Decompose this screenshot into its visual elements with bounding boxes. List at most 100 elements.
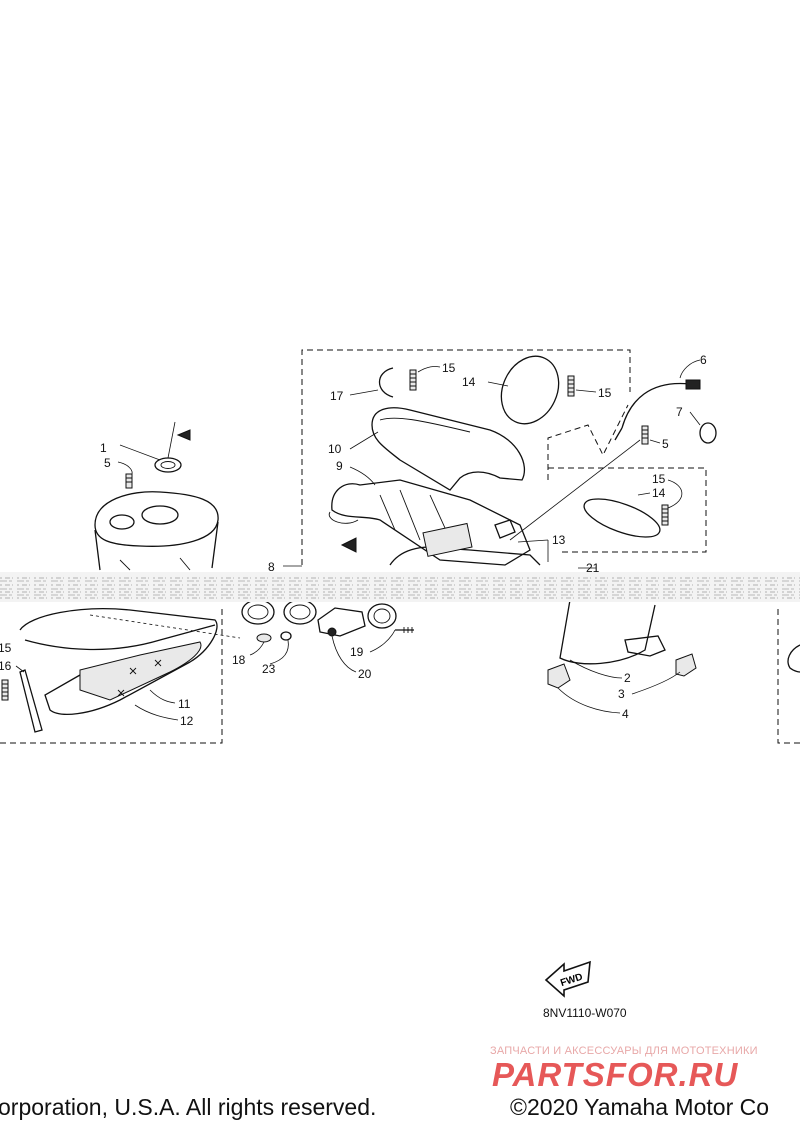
- callout-6: 6: [700, 353, 707, 367]
- spring-5-right: [641, 425, 649, 445]
- callout-17: 17: [330, 389, 344, 403]
- spring-15-b: [567, 375, 575, 397]
- callout-1: 2: [624, 671, 631, 685]
- footer-copyright-left: orporation, U.S.A. All rights reserved.: [0, 1094, 377, 1120]
- nut-20: [327, 627, 337, 637]
- bolt-19-thread: [403, 627, 413, 633]
- lead-11: [517, 539, 549, 543]
- grommet-4-inner: [160, 461, 176, 469]
- lead-20: [331, 635, 357, 673]
- sensor-cable-6: [621, 382, 691, 429]
- band-14-upper: [500, 355, 560, 425]
- heat-protector-10-edge: [379, 417, 471, 433]
- assembly-box-right: [777, 606, 800, 744]
- lead-12: [149, 689, 176, 704]
- lead-15-c: [667, 479, 683, 509]
- lead-15-b: [575, 389, 597, 393]
- callout-18: 18: [232, 653, 246, 667]
- callout-21: 21: [586, 561, 600, 575]
- assembly-box-sensor: [547, 404, 629, 480]
- assembly-box-exhaust-pipe: [301, 349, 631, 565]
- rubber-2: [675, 653, 697, 677]
- muffler-inlet-grille: [422, 522, 473, 557]
- washer-23: [280, 631, 292, 641]
- muffler-body-center: [389, 546, 541, 566]
- callout-5-left: 5: [104, 456, 111, 470]
- grommet-4: [154, 457, 182, 473]
- clip-7: [699, 422, 717, 444]
- spring-15-d: [1, 679, 9, 701]
- lead-4-marker: [167, 421, 176, 459]
- lead-13: [134, 704, 179, 721]
- assembly-box-left-muffler: [0, 606, 223, 744]
- lead-16: [15, 665, 25, 673]
- sensor-probe-6: [614, 427, 623, 441]
- lead-5-left: [117, 461, 133, 475]
- lead-sensor-to-muffler: [509, 439, 641, 541]
- left-muffler-shell-12: [79, 641, 202, 701]
- lead-9: [349, 466, 376, 486]
- spring-5-left: [125, 473, 133, 489]
- heat-protector-10: [371, 407, 526, 491]
- lead-19: [369, 629, 396, 653]
- spring-15-a: [409, 369, 417, 391]
- fwd-arrow-icon: FWD: [544, 960, 591, 998]
- left-muffler-top-plate: [24, 624, 216, 651]
- lead-15-a: [417, 366, 441, 373]
- callout-8: 8: [268, 560, 275, 574]
- spring-18: [256, 633, 272, 643]
- gasket-19-inner: [373, 608, 391, 624]
- left-muffler-upper: [94, 491, 219, 547]
- lead-17: [349, 389, 379, 396]
- callout-11: 13: [552, 533, 566, 547]
- callout-2: 3: [618, 687, 625, 701]
- left-muffler-lower-13: [19, 608, 218, 715]
- footer-copyright-right: ©2020 Yamaha Motor Co: [510, 1094, 770, 1120]
- lead-7: [689, 411, 701, 426]
- callout-12: 11: [178, 697, 191, 711]
- lead-14-b: [637, 492, 651, 496]
- spring-15-c: [661, 504, 669, 526]
- fwd-arrow-marker-9: [340, 537, 357, 553]
- lead-6: [679, 359, 701, 379]
- lead-muffler-dash: [89, 614, 241, 639]
- gasket-19: [367, 603, 397, 629]
- watermark-caption: ЗАПЧАСТИ И АКСЕССУАРЫ ДЛЯ МОТОТЕХНИКИ: [490, 1045, 758, 1057]
- pipe-joint-20: [317, 607, 366, 637]
- callout-16: 16: [0, 659, 12, 673]
- callout-15-c: 15: [652, 472, 666, 486]
- watermark-logo: PARTSFOR.RU: [492, 1056, 738, 1092]
- callout-19: 19: [350, 645, 364, 659]
- lead-14-a: [487, 381, 509, 387]
- gasket-left-inner: [247, 604, 269, 620]
- callout-3: 4: [622, 707, 629, 721]
- left-muffler-brackets: [119, 557, 191, 571]
- callout-14-a: 14: [462, 375, 476, 389]
- sensor-fitting-11: [494, 519, 516, 539]
- assembly-box-band: [548, 467, 707, 553]
- rubber-3: [547, 663, 571, 689]
- band-14-lower: [583, 498, 661, 538]
- lead-18: [249, 641, 265, 656]
- lead-10: [349, 431, 379, 450]
- callout-4: 1: [100, 441, 107, 455]
- lead-2: [631, 671, 681, 695]
- rod-16: [19, 669, 43, 733]
- left-muffler-side: [94, 521, 219, 571]
- right-edge-part: [787, 644, 800, 673]
- clamp-ring-17: [378, 367, 394, 398]
- lead-23: [269, 639, 289, 665]
- callout-10: 10: [328, 442, 342, 456]
- sensor-connector-6: [685, 379, 701, 390]
- exhaust-pipe-9: [331, 479, 531, 566]
- watermark-logo-text: PARTSFOR.RU: [492, 1056, 738, 1092]
- diagram-code: 8NV1110-W070: [543, 1006, 627, 1020]
- callout-23: 23: [262, 662, 276, 676]
- callout-9: 9: [336, 459, 343, 473]
- callout-15-d: 15: [0, 641, 12, 655]
- fwd-arrow-marker-4: [176, 429, 191, 441]
- lead-5-right: [649, 439, 661, 444]
- lead-4: [119, 444, 161, 461]
- callout-14-b: 14: [652, 486, 666, 500]
